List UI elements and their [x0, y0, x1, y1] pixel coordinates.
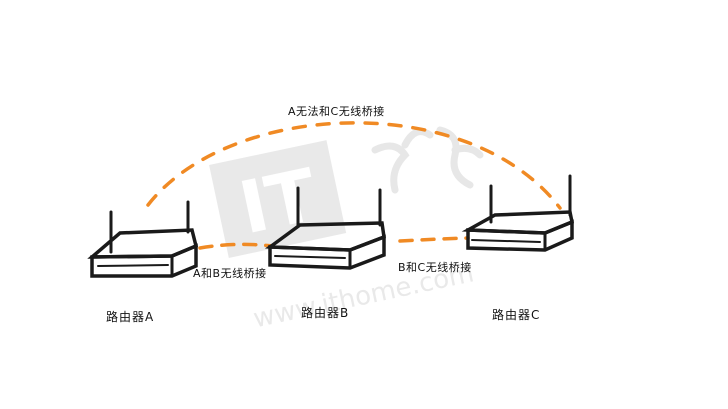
- router-c-icon: [461, 174, 574, 252]
- link-label-b-c: B和C无线桥接: [398, 261, 472, 274]
- watermark-brush-strokes: [371, 128, 434, 194]
- router-a-label: 路由器A: [106, 310, 155, 324]
- watermark: IT www.ithome.com: [209, 126, 484, 334]
- router-a-icon: [87, 200, 199, 278]
- link-a-b: [198, 242, 274, 250]
- watermark-logo-box: [209, 140, 347, 258]
- router-c-label: 路由器C: [492, 308, 541, 322]
- router-b-label: 路由器B: [301, 306, 350, 320]
- link-label-a-b: A和B无线桥接: [193, 267, 267, 280]
- watermark-brush-strokes-2: [436, 126, 484, 189]
- link-label-a-c: A无法和C无线桥接: [288, 105, 385, 118]
- router-b-icon: [264, 186, 386, 270]
- link-a-c: [146, 121, 562, 210]
- link-b-c: [398, 236, 470, 243]
- watermark-logo-text: IT: [232, 152, 324, 250]
